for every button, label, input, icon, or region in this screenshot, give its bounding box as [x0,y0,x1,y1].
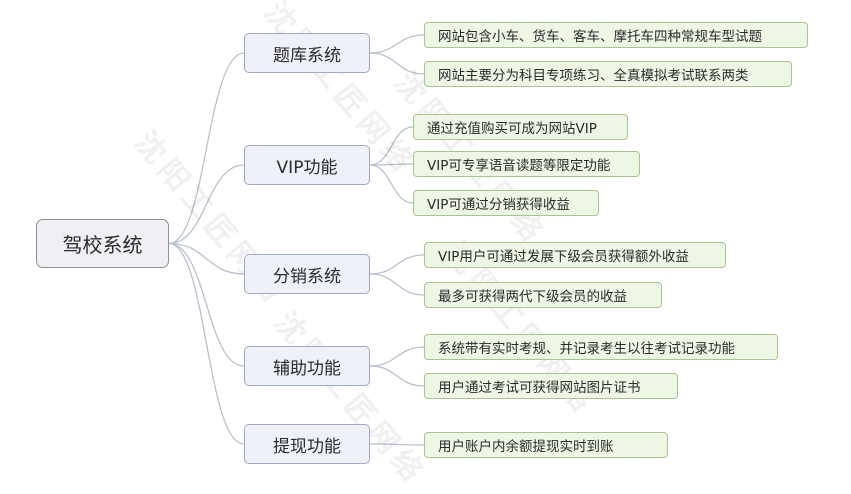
leaf-node[interactable]: VIP可专享语音读题等限定功能 [413,151,640,177]
connector-line [369,163,414,166]
branch-node-auxiliary[interactable]: 辅助功能 [244,346,370,386]
branch-node-question-bank[interactable]: 题库系统 [244,33,370,73]
connector-line [369,126,414,166]
leaf-node[interactable]: 最多可获得两代下级会员的收益 [424,282,662,308]
leaf-node[interactable]: 系统带有实时考规、并记录考生以往考试记录功能 [424,334,778,360]
leaf-node[interactable]: 用户账户内余额提现实时到账 [424,432,668,458]
connector-line [369,365,425,387]
branch-node-distribution[interactable]: 分销系统 [244,254,370,294]
leaf-node[interactable]: 用户通过考试可获得网站图片证书 [424,373,678,399]
leaf-node[interactable]: 网站包含小车、货车、客车、摩托车四种常规车型试题 [424,22,808,48]
connector-line [168,52,245,245]
root-node[interactable]: 驾校系统 [36,219,169,268]
connector-line [168,242,245,445]
connector-line [369,273,425,296]
connector-line [168,242,245,367]
connector-line [168,164,245,245]
branch-node-vip[interactable]: VIP功能 [244,145,370,185]
leaf-node[interactable]: 通过充值购买可成为网站VIP [413,114,628,140]
connector-line [369,254,425,275]
connector-line [369,34,425,54]
leaf-node[interactable]: 网站主要分为科目专项练习、全真模拟考试联系两类 [424,61,792,87]
connector-line [369,52,425,75]
leaf-node[interactable]: VIP用户可通过发展下级会员获得额外收益 [424,242,726,268]
connector-line [369,164,414,204]
connector-line [168,242,245,275]
connector-line [369,443,425,446]
leaf-node[interactable]: VIP可通过分销获得收益 [413,190,599,216]
branch-node-withdrawal[interactable]: 提现功能 [244,424,370,464]
connector-line [369,346,425,367]
